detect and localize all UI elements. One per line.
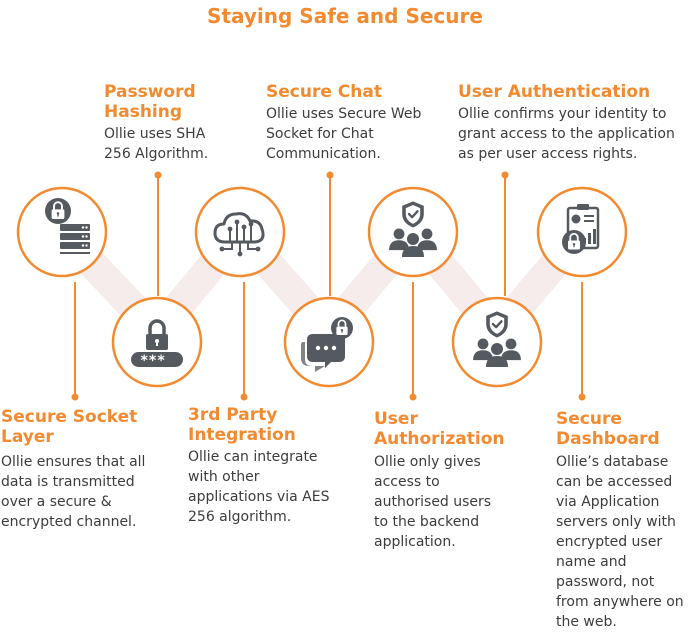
svg-text:***_: ***_ bbox=[140, 353, 174, 369]
node-circle-3rd-party-integration bbox=[194, 186, 286, 278]
heading-user-authentication: User Authentication bbox=[458, 82, 651, 102]
connector-dot-password-hashing bbox=[154, 171, 162, 179]
heading-user-authorization: User Authorization bbox=[374, 409, 505, 449]
heading-3rd-party-integration: 3rd Party Integration bbox=[188, 405, 296, 445]
connector-dot-user-authentication bbox=[501, 171, 509, 179]
connector-dot-user-authorization bbox=[409, 393, 417, 401]
description-user-authorization: Ollie only gives access to authorised us… bbox=[374, 454, 492, 550]
connector-dot-3rd-party-integration bbox=[240, 393, 248, 401]
connector-dot-secure-dashboard bbox=[578, 393, 586, 401]
description-secure-socket-layer: Ollie ensures that all data is transmitt… bbox=[1, 454, 146, 530]
page-title: Staying Safe and Secure bbox=[207, 4, 483, 28]
node-circle-user-authentication bbox=[451, 296, 543, 388]
heading-secure-chat: Secure Chat bbox=[266, 82, 382, 102]
node-circle-user-authorization bbox=[367, 186, 459, 278]
heading-secure-socket-layer: Secure Socket Layer bbox=[1, 407, 138, 447]
chat-lock-icon bbox=[301, 317, 353, 372]
description-3rd-party-integration: Ollie can integrate with other applicati… bbox=[188, 449, 330, 525]
heading-secure-dashboard: Secure Dashboard bbox=[556, 409, 660, 449]
server-lock-icon bbox=[45, 198, 90, 254]
dashboard-lock-icon bbox=[562, 204, 600, 254]
connector-dot-secure-socket-layer bbox=[71, 393, 79, 401]
description-password-hashing: Ollie uses SHA 256 Algorithm. bbox=[104, 126, 209, 162]
description-secure-chat: Ollie uses Secure Web Socket for Chat Co… bbox=[266, 106, 422, 162]
heading-password-hashing: Password Hashing bbox=[104, 82, 196, 122]
connector-dot-secure-chat bbox=[326, 171, 334, 179]
description-user-authentication: Ollie confirms your identity to grant ac… bbox=[458, 106, 675, 162]
description-secure-dashboard: Ollie’s database can be accessed via App… bbox=[556, 454, 684, 630]
password-lock-icon: ***_ bbox=[131, 319, 183, 369]
circuit-cloud-icon bbox=[213, 212, 265, 257]
